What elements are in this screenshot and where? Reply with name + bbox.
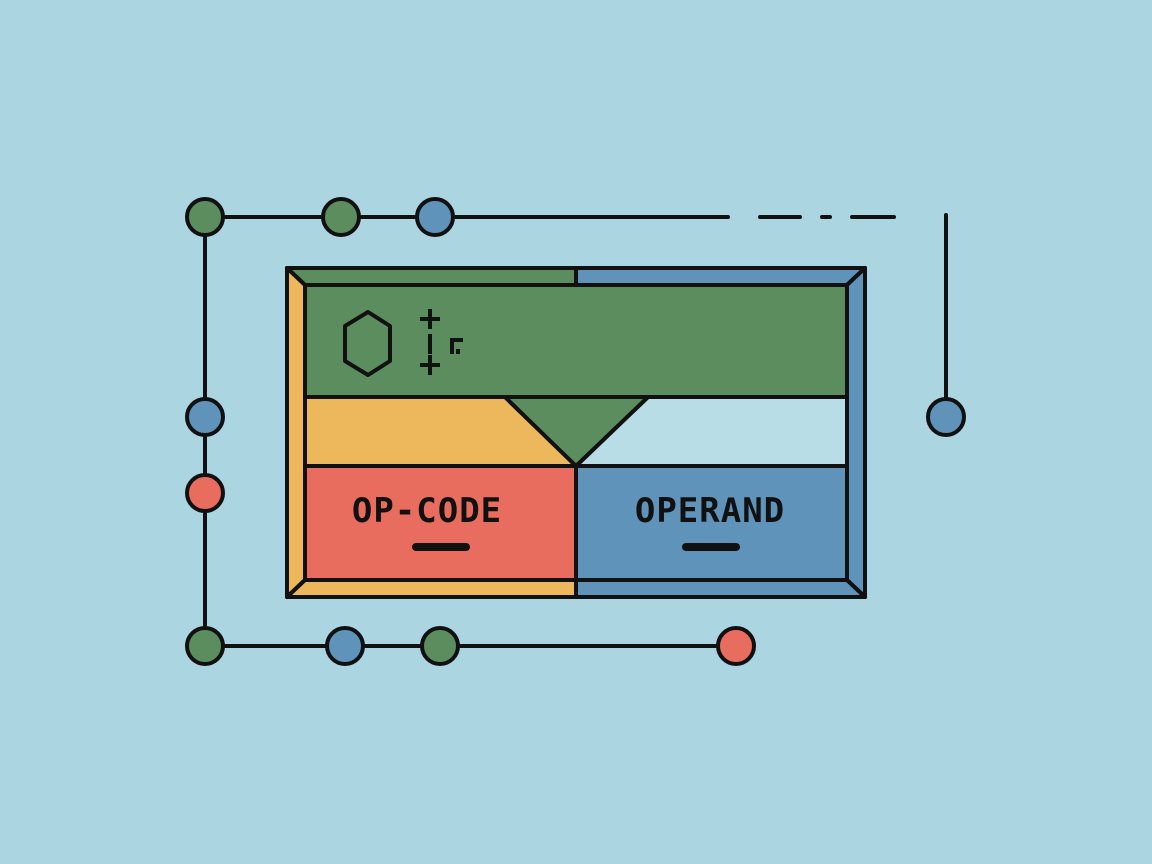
node-green	[321, 197, 361, 237]
bevel-right	[845, 266, 867, 599]
node-red	[716, 626, 756, 666]
operand-label: OPERAND	[635, 491, 785, 531]
node-blue	[325, 626, 365, 666]
cursor-glyph-icon	[420, 309, 463, 375]
hexagon-icon	[343, 310, 392, 377]
node-blue	[926, 397, 966, 437]
block-frame	[285, 266, 867, 599]
bevel-bottom-right	[574, 578, 867, 599]
funnel-triangle	[503, 395, 650, 468]
node-blue	[185, 397, 225, 437]
bevel-left	[285, 266, 307, 599]
connector-nodes	[185, 197, 966, 666]
node-green	[420, 626, 460, 666]
node-red	[185, 473, 225, 513]
node-green	[185, 626, 225, 666]
node-green	[185, 197, 225, 237]
bevel-bottom-left	[285, 578, 578, 599]
opcode-label: OP-CODE	[352, 491, 502, 531]
bevel-top-left	[285, 266, 578, 287]
header-band	[303, 283, 849, 399]
node-blue	[415, 197, 455, 237]
instruction-block	[285, 266, 867, 599]
operand-field	[574, 464, 849, 582]
bevel-top-right	[574, 266, 867, 287]
